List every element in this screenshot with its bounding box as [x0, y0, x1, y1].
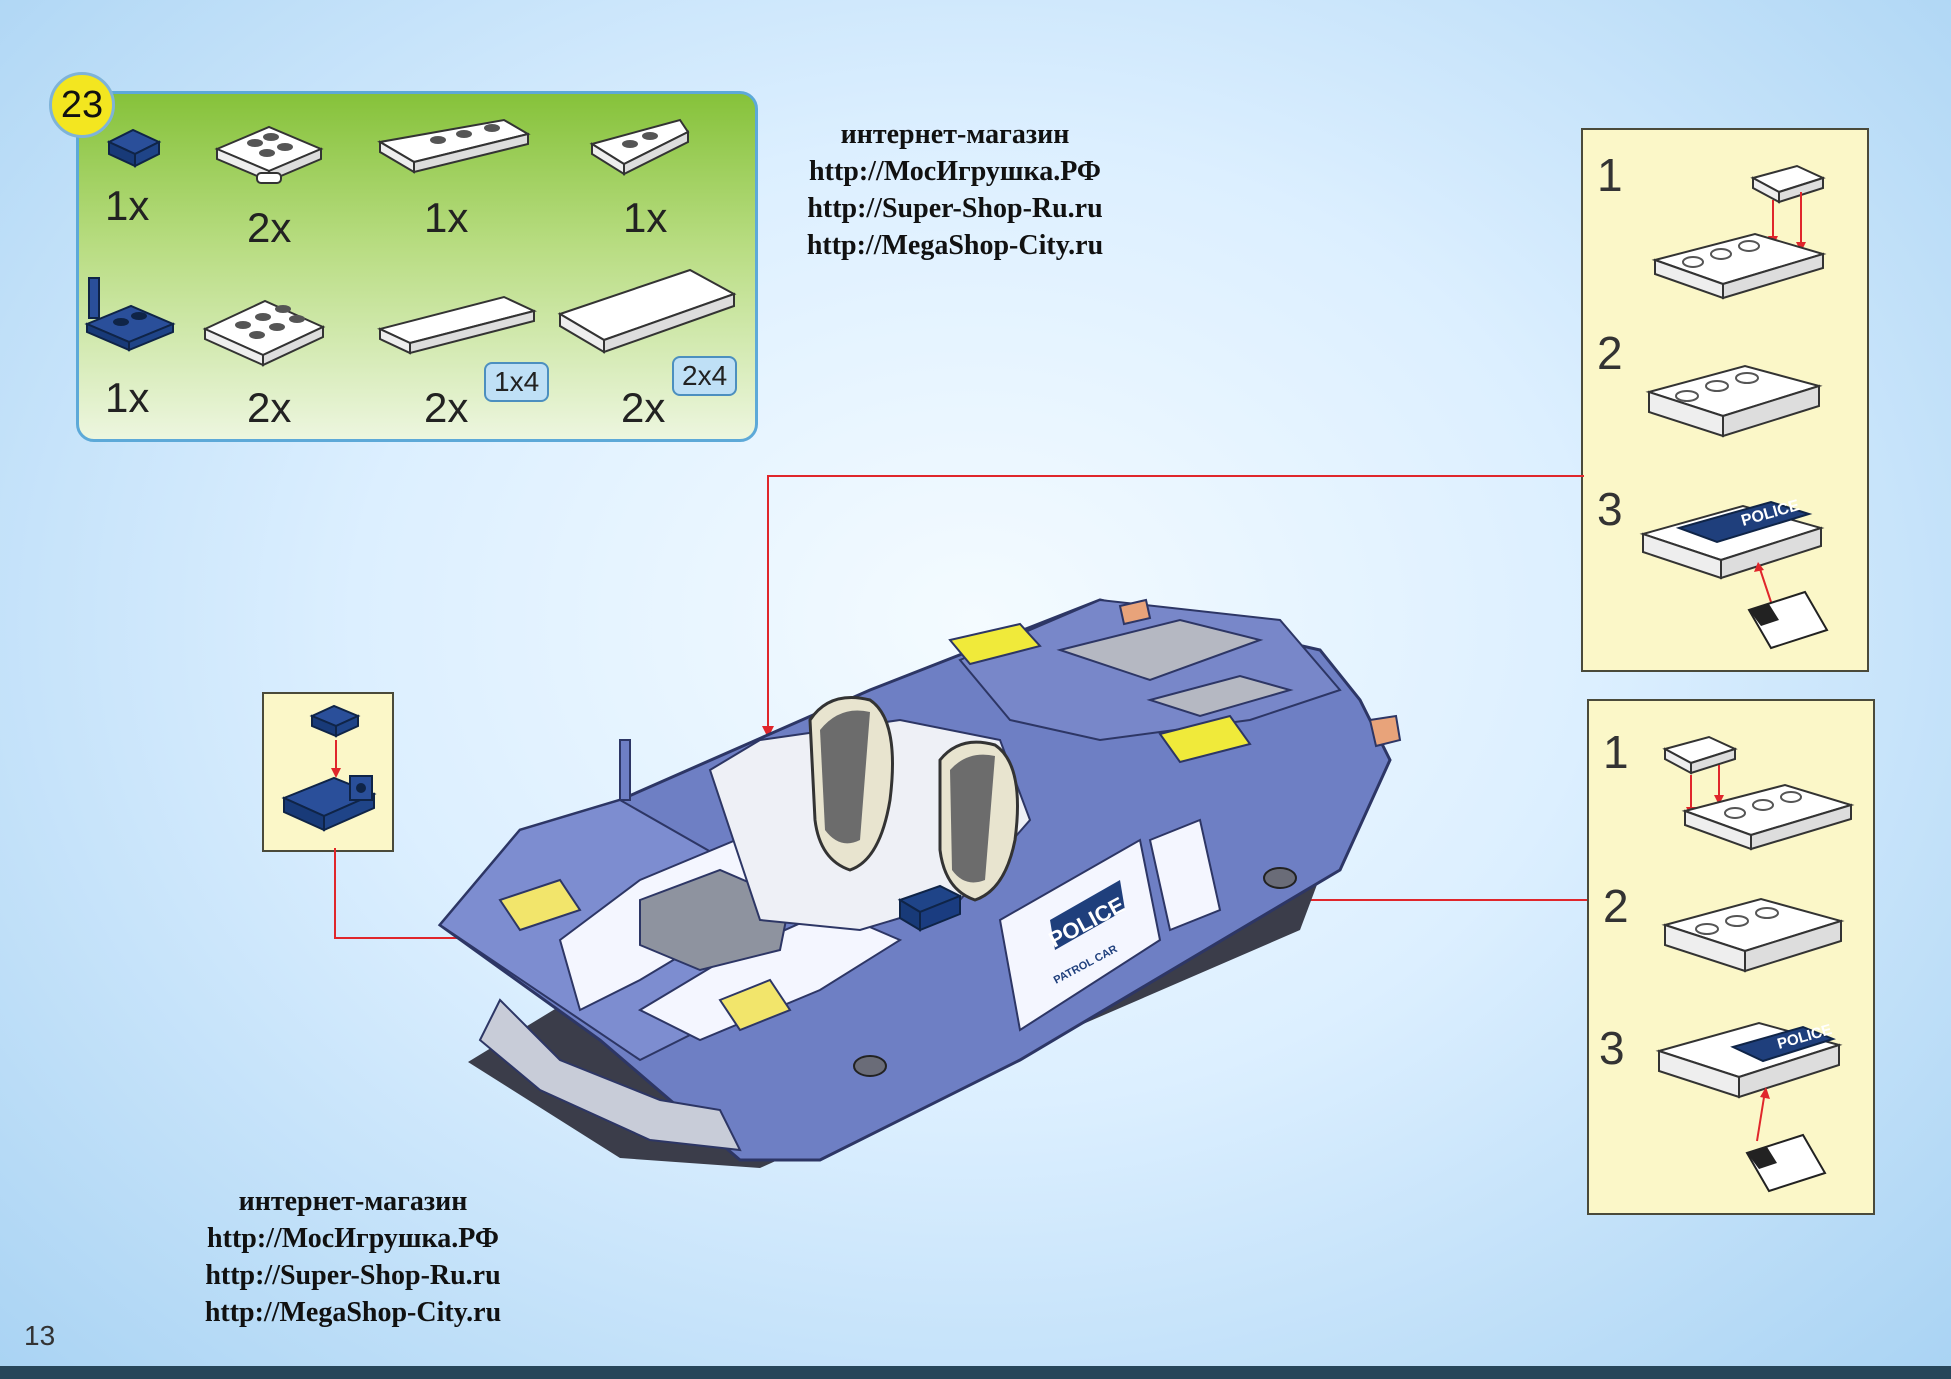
- callout-seat-bracket: [262, 692, 394, 852]
- parts-list-panel: 1x 2x 1x 1x 1x 2x: [76, 91, 758, 442]
- part-qty-1: 1x: [105, 182, 150, 229]
- shop-top-line-1: интернет-магазин: [840, 119, 1070, 150]
- part-size-tag-1x4: 1x4: [484, 362, 550, 402]
- shop-top-line-2: http://МосИгрушка.РФ: [809, 156, 1101, 187]
- shop-top-line-3: http://Super-Shop-Ru.ru: [807, 193, 1103, 224]
- step-number-badge: 23: [49, 72, 115, 138]
- part-qty-3: 1x: [424, 194, 469, 241]
- car-door-police-text: POLICE: [1045, 892, 1129, 953]
- part-qty-8: 2x: [621, 384, 666, 431]
- shop-top-line-4: http://MegaShop-City.ru: [806, 230, 1104, 261]
- sub-step-bottom-2: 2: [1603, 880, 1629, 932]
- shop-info-top: интернет-магазин http://МосИгрушка.РФ ht…: [790, 116, 1120, 264]
- sub-step-top-3: 3: [1597, 483, 1623, 535]
- shop-bottom-line-1: интернет-магазин: [238, 1186, 468, 1217]
- part-size-tag-2x4: 2x4: [672, 356, 738, 396]
- subassembly-panel-bottom: 1 2 3 POLICE: [1587, 699, 1875, 1215]
- subassembly-bottom-drawing: POLICE: [1655, 735, 1855, 1193]
- part-white-wedge-icon: [377, 118, 531, 174]
- part-qty-7: 2x: [424, 384, 469, 431]
- sub-step-top-2: 2: [1597, 327, 1623, 379]
- page-number: 13: [24, 1320, 56, 1351]
- shop-bottom-line-4: http://MegaShop-City.ru: [204, 1297, 502, 1328]
- car-door-patrol-text: PATROL CAR: [1052, 943, 1120, 987]
- page-bottom-strip: [0, 1366, 1951, 1379]
- sub-step-bottom-1: 1: [1603, 726, 1629, 778]
- shop-bottom-line-3: http://Super-Shop-Ru.ru: [205, 1260, 501, 1291]
- part-qty-5: 1x: [105, 374, 150, 421]
- part-white-wedge-small-icon: [589, 118, 690, 176]
- part-white-plate-2x3-icon: [202, 299, 326, 367]
- part-dark-blue-bar-plate-icon: [84, 277, 176, 352]
- callout-bracket-assembly-icon: [281, 704, 377, 832]
- subassembly-top-drawing: POLICE: [1639, 164, 1829, 650]
- part-white-plate-clips-icon: [214, 125, 324, 184]
- sub-step-bottom-3: 3: [1599, 1022, 1625, 1074]
- part-white-tile-2x4-icon: [557, 268, 737, 354]
- shop-info-bottom: интернет-магазин http://МосИгрушка.РФ ht…: [188, 1183, 518, 1331]
- subassembly-panel-top: 1 2 3 POLICE: [1581, 128, 1869, 672]
- part-qty-4: 1x: [623, 194, 668, 241]
- part-white-tile-1x4-icon: [377, 295, 537, 355]
- sub-step-top-1: 1: [1597, 149, 1623, 201]
- part-qty-6: 2x: [247, 384, 292, 431]
- part-qty-2: 2x: [247, 204, 292, 251]
- part-dark-blue-tile-icon: [106, 128, 162, 168]
- shop-bottom-line-2: http://МосИгрушка.РФ: [207, 1223, 499, 1254]
